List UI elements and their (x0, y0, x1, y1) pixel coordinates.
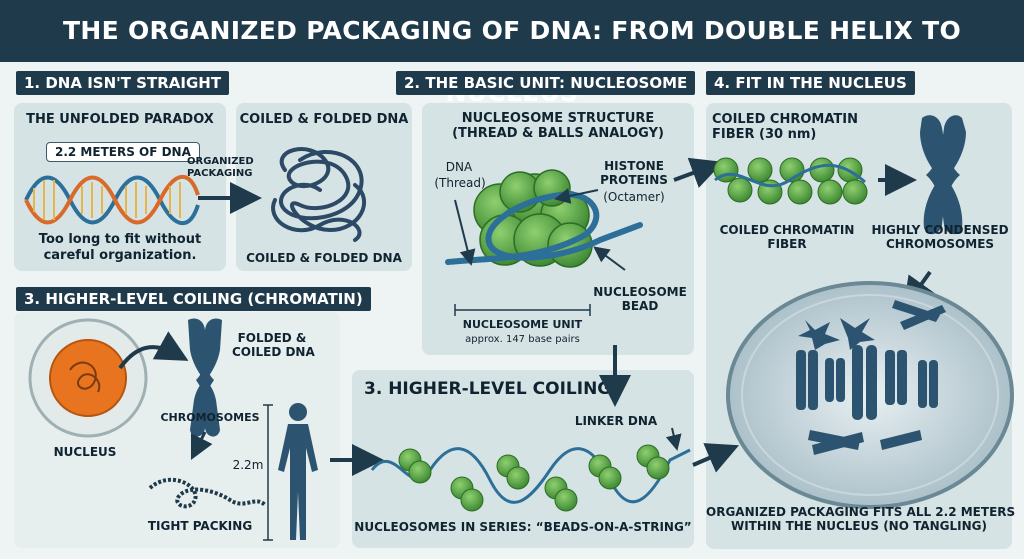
nucleosome-unit-bracket (454, 304, 591, 316)
paradox-heading: THE UNFOLDED PARADOX (26, 112, 214, 127)
section-label-1: 1. DNA ISN'T STRAIGHT (16, 71, 230, 95)
nucleosome-unit-sub: approx. 147 base pairs (465, 334, 580, 345)
condensed-label: HIGHLY CONDENSED CHROMOSOMES (871, 223, 1009, 251)
paradox-caption: Too long to fit without careful organiza… (38, 232, 202, 263)
section-label-2: 2. THE BASIC UNIT: NUCLEOSOME (396, 71, 696, 95)
beads-caption: NUCLEOSOMES IN SERIES: “BEADS-ON-A-STRIN… (354, 520, 692, 534)
section-label-4: 4. FIT IN THE NUCLEUS (706, 71, 915, 95)
page-title: THE ORGANIZED PACKAGING OF DNA: FROM DOU… (63, 16, 961, 107)
length-label: 2.2m (232, 458, 264, 472)
section-label-3a: 3. HIGHER-LEVEL COILING (CHROMATIN) (16, 287, 371, 311)
nucleus-with-chromosomes-icon (726, 281, 1014, 509)
chromosome-icon (188, 318, 222, 437)
fiber-heading: COILED CHROMATIN FIBER (30 nm) (712, 112, 858, 142)
double-helix-icon (24, 174, 200, 226)
dna-thread-label: DNA (445, 160, 473, 174)
nucleosome-heading: NUCLEOSOME STRUCTURE (THREAD & BALLS ANA… (452, 111, 664, 141)
chromosomes-label: CHROMOSOMES (160, 411, 260, 424)
coiled-caption: COILED & FOLDED DNA (246, 251, 402, 265)
beads-on-string-icon (370, 444, 691, 512)
fiber-caption: COILED CHROMATIN FIBER (719, 223, 855, 251)
header-bar: THE ORGANIZED PACKAGING OF DNA: FROM DOU… (0, 0, 1024, 107)
cell-nucleus-icon (28, 318, 148, 438)
dna-length-callout: 2.2 METERS OF DNA (46, 142, 200, 162)
dna-thread-sub: (Thread) (434, 176, 486, 190)
linker-dna-label: LINKER DNA (574, 414, 658, 428)
length-bracket (263, 404, 273, 541)
packaging-label: ORGANIZED PACKAGING (187, 156, 254, 179)
panel-coiled-folded (236, 103, 412, 271)
chromatin-fiber-icon (713, 157, 868, 205)
condensed-chromosome-icon (920, 115, 966, 235)
section-label-3b: 3. HIGHER-LEVEL COILING (364, 379, 612, 399)
bead-label: NUCLEOSOME BEAD (593, 285, 687, 313)
folded-coiled-label: FOLDED & COILED DNA (232, 331, 315, 359)
histone-label: HISTONE PROTEINS (600, 159, 668, 187)
panel-unfolded-paradox (14, 103, 226, 271)
histone-sub: (Octamer) (603, 190, 665, 204)
human-figure-icon (278, 403, 318, 540)
tight-packing-label: TIGHT PACKING (147, 519, 253, 533)
nucleus-fit-caption: ORGANIZED PACKAGING FITS ALL 2.2 METERS … (706, 505, 1016, 533)
coiled-heading: COILED & FOLDED DNA (239, 112, 409, 127)
nucleus-label: NUCLEUS (53, 445, 117, 459)
nucleosome-unit-label: NUCLEOSOME UNIT (462, 318, 583, 331)
tangled-dna-icon (271, 147, 367, 242)
